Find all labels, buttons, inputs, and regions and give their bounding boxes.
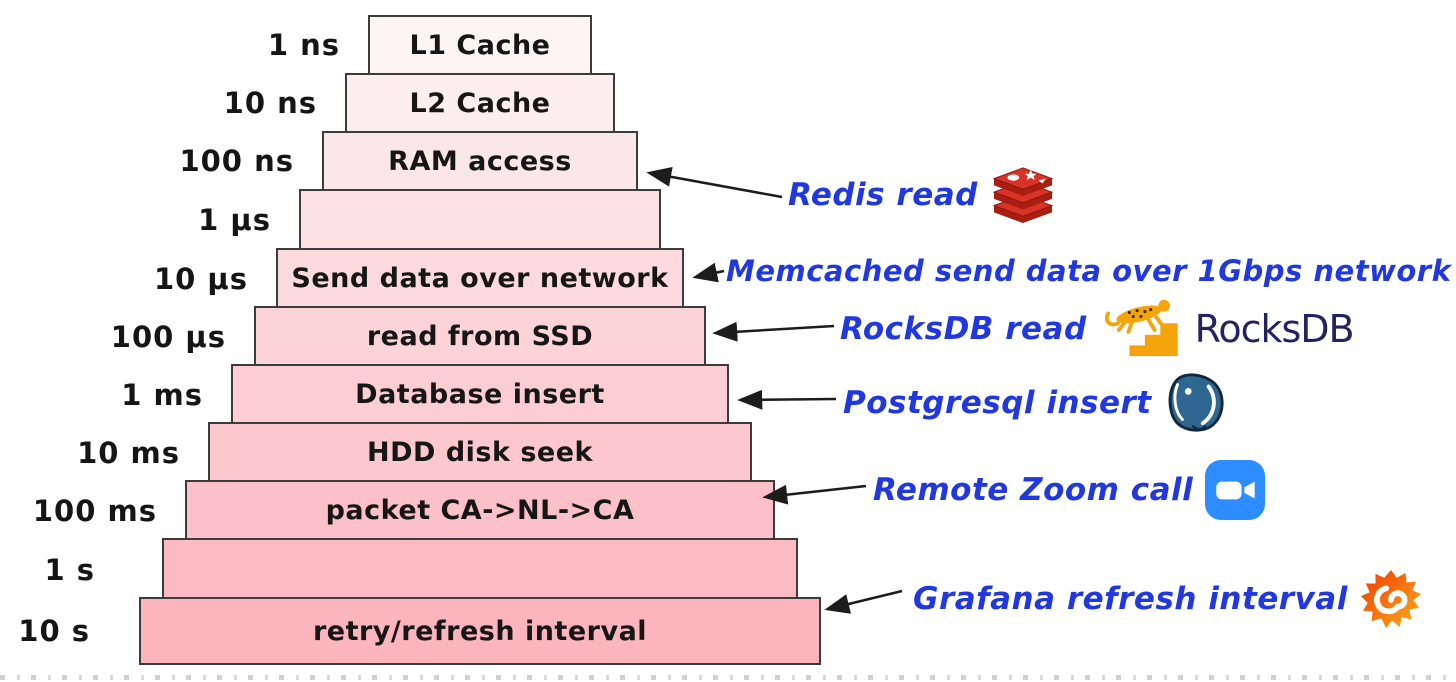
annotation-postgresql-label: Postgresql insert bbox=[843, 385, 1152, 421]
annotation-grafana: Grafana refresh interval bbox=[913, 568, 1422, 630]
annotation-postgresql: Postgresql insert bbox=[843, 372, 1226, 434]
grafana-logo-icon bbox=[1360, 569, 1421, 629]
zoom-logo-icon bbox=[1205, 460, 1266, 520]
time-label-10us: 10 μs bbox=[153, 262, 248, 296]
time-label-1us: 1 μs bbox=[198, 203, 271, 237]
pyramid-box-read-from-ssd: read from SSD bbox=[254, 306, 706, 366]
box-label: L1 Cache bbox=[409, 29, 551, 61]
pyramid-box-retry-refresh-interval: retry/refresh interval bbox=[139, 597, 821, 665]
pyramid-box-ram-access: RAM access bbox=[322, 131, 638, 191]
time-label-1ns: 1 ns bbox=[267, 28, 340, 62]
arrow-postgresql bbox=[737, 389, 837, 410]
rocksdb-logo-icon bbox=[1104, 300, 1178, 357]
box-label: packet CA->NL->CA bbox=[325, 494, 635, 526]
time-label-10ms: 10 ms bbox=[77, 436, 180, 470]
box-label: RAM access bbox=[388, 145, 572, 177]
arrow-rocksdb bbox=[712, 321, 835, 342]
box-label: Database insert bbox=[355, 378, 605, 410]
annotation-rocksdb: RocksDB read RocksDB bbox=[840, 300, 1355, 358]
postgresql-logo-icon bbox=[1168, 373, 1224, 432]
pyramid-box-send-data-over-network: Send data over network bbox=[276, 248, 684, 308]
time-label-1s: 1 s bbox=[44, 553, 95, 587]
time-label-100us: 100 μs bbox=[110, 320, 226, 354]
annotation-redis-label: Redis read bbox=[788, 177, 978, 213]
arrow-memcached bbox=[692, 262, 725, 283]
box-label: Send data over network bbox=[291, 262, 669, 294]
box-label: retry/refresh interval bbox=[312, 615, 648, 647]
pyramid-box-hdd-disk-seek: HDD disk seek bbox=[208, 422, 752, 482]
box-label: L2 Cache bbox=[409, 87, 551, 119]
pyramid-box-l2-cache: L2 Cache bbox=[345, 73, 615, 133]
rocksdb-wordmark: RocksDB bbox=[1194, 307, 1355, 351]
pyramid-box-l1-cache: L1 Cache bbox=[368, 15, 592, 75]
time-label-10ns: 10 ns bbox=[223, 86, 317, 120]
pyramid-box-database-insert: Database insert bbox=[231, 364, 729, 424]
annotation-rocksdb-label: RocksDB read bbox=[840, 311, 1087, 347]
time-label-1ms: 1 ms bbox=[121, 378, 203, 412]
time-label-100ms: 100 ms bbox=[32, 494, 157, 528]
time-label-100ns: 100 ns bbox=[179, 144, 294, 178]
box-label: HDD disk seek bbox=[367, 436, 593, 468]
pyramid-box-1s-unlabeled bbox=[162, 538, 798, 599]
arrow-zoom bbox=[762, 484, 867, 505]
annotation-redis: Redis read bbox=[788, 166, 1056, 224]
annotation-zoom: Remote Zoom call bbox=[873, 460, 1266, 520]
annotation-memcached: Memcached send data over 1Gbps network bbox=[726, 242, 1456, 300]
arrow-redis bbox=[646, 166, 783, 199]
pyramid-box-packet-ca-nl-ca: packet CA->NL->CA bbox=[185, 480, 775, 540]
time-label-10s: 10 s bbox=[18, 614, 90, 648]
annotation-grafana-label: Grafana refresh interval bbox=[913, 581, 1348, 617]
annotation-zoom-label: Remote Zoom call bbox=[873, 472, 1194, 508]
box-label: read from SSD bbox=[366, 320, 594, 352]
arrow-grafana bbox=[824, 589, 903, 614]
annotation-memcached-label: Memcached send data over 1Gbps network bbox=[726, 254, 1452, 288]
redis-logo-icon bbox=[992, 167, 1054, 224]
pyramid-box-1us-unlabeled bbox=[299, 189, 661, 250]
bottom-filmstrip-dots bbox=[0, 675, 1456, 680]
